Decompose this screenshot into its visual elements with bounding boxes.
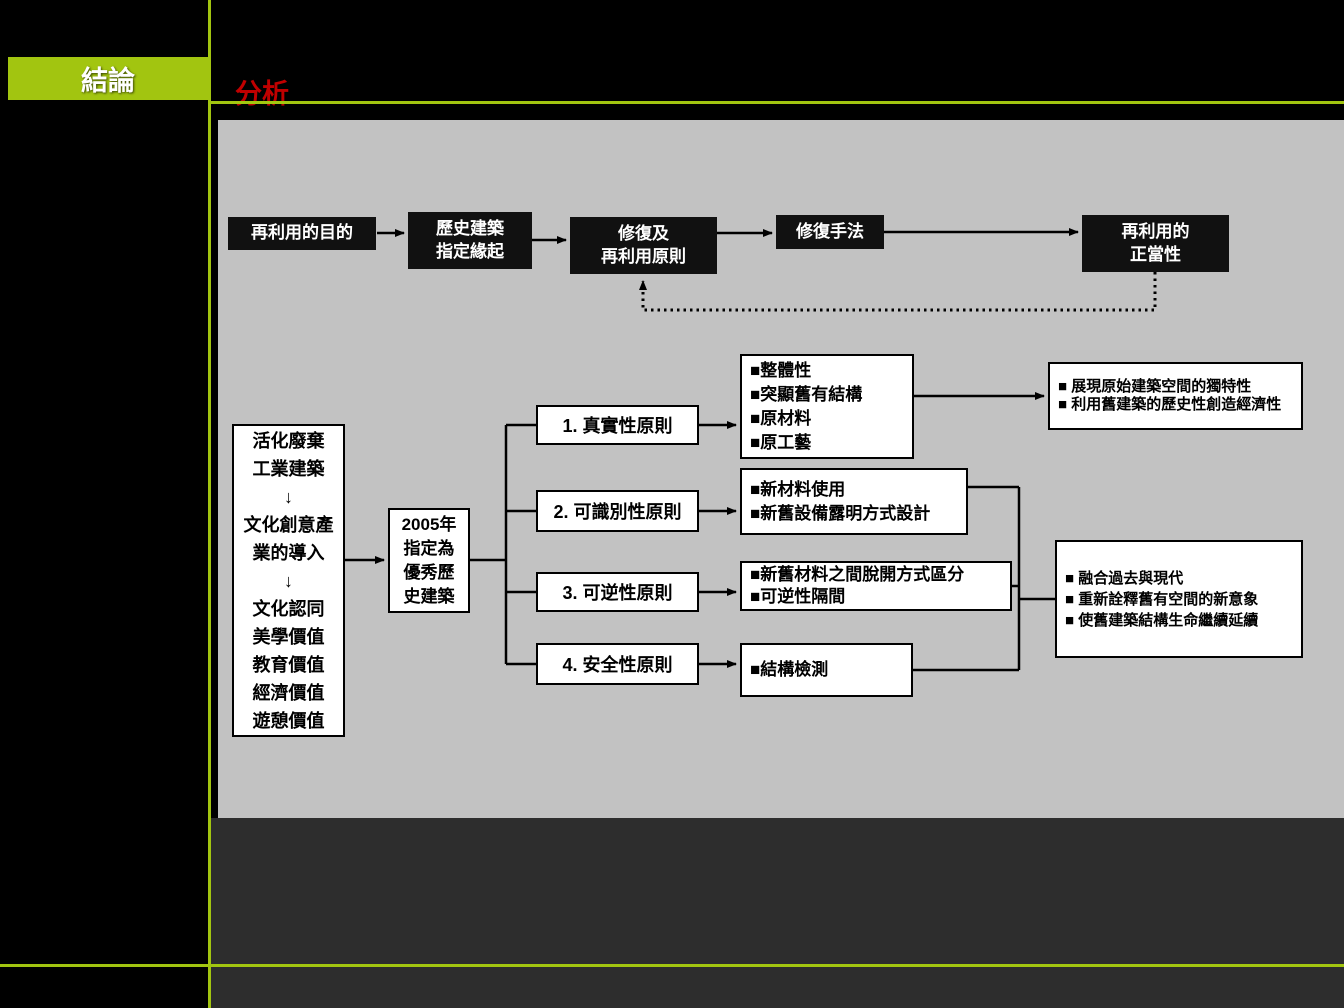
footer-accent-line xyxy=(0,964,1344,967)
principle-box-identifiability: 2. 可識別性原則 xyxy=(536,490,699,532)
principle-box-authenticity: 1. 真實性原則 xyxy=(536,405,699,445)
header-underline xyxy=(211,101,1344,104)
flow-box-restoration-reuse-principles: 修復及 再利用原則 xyxy=(570,217,717,274)
outcome-box-combined: ■ 融合過去與現代 ■ 重新詮釋舊有空間的新意象 ■ 使舊建築結構生命繼續延續 xyxy=(1055,540,1303,658)
detail-box-identifiability: ■新材料使用 ■新舊設備露明方式設計 xyxy=(740,468,968,535)
principle-box-reversibility: 3. 可逆性原則 xyxy=(536,572,699,612)
vertical-accent-line xyxy=(208,0,211,1008)
flow-box-reuse-legitimacy: 再利用的 正當性 xyxy=(1082,215,1229,272)
tab-conclusion: 結論 xyxy=(8,57,208,100)
values-box: 活化廢棄 工業建築 ↓ 文化創意產 業的導入 ↓ 文化認同 美學價值 教育價值 … xyxy=(232,424,345,737)
designation-2005-box: 2005年 指定為 優秀歷 史建築 xyxy=(388,508,470,613)
detail-box-authenticity: ■整體性 ■突顯舊有結構 ■原材料 ■原工藝 xyxy=(740,354,914,459)
outcome-box-authenticity: ■ 展現原始建築空間的獨特性 ■ 利用舊建築的歷史性創造經濟性 xyxy=(1048,362,1303,430)
section-title: 分析 xyxy=(235,79,289,109)
flow-box-reuse-purpose: 再利用的目的 xyxy=(228,217,376,250)
flow-box-restoration-methods: 修復手法 xyxy=(776,215,884,249)
footer-band xyxy=(211,818,1344,1008)
detail-box-reversibility: ■新舊材料之間脫開方式區分 ■可逆性隔間 xyxy=(740,561,1012,611)
principle-box-safety: 4. 安全性原則 xyxy=(536,643,699,685)
detail-box-safety: ■結構檢測 xyxy=(740,643,913,697)
flow-box-historic-designation: 歷史建築 指定緣起 xyxy=(408,212,532,269)
